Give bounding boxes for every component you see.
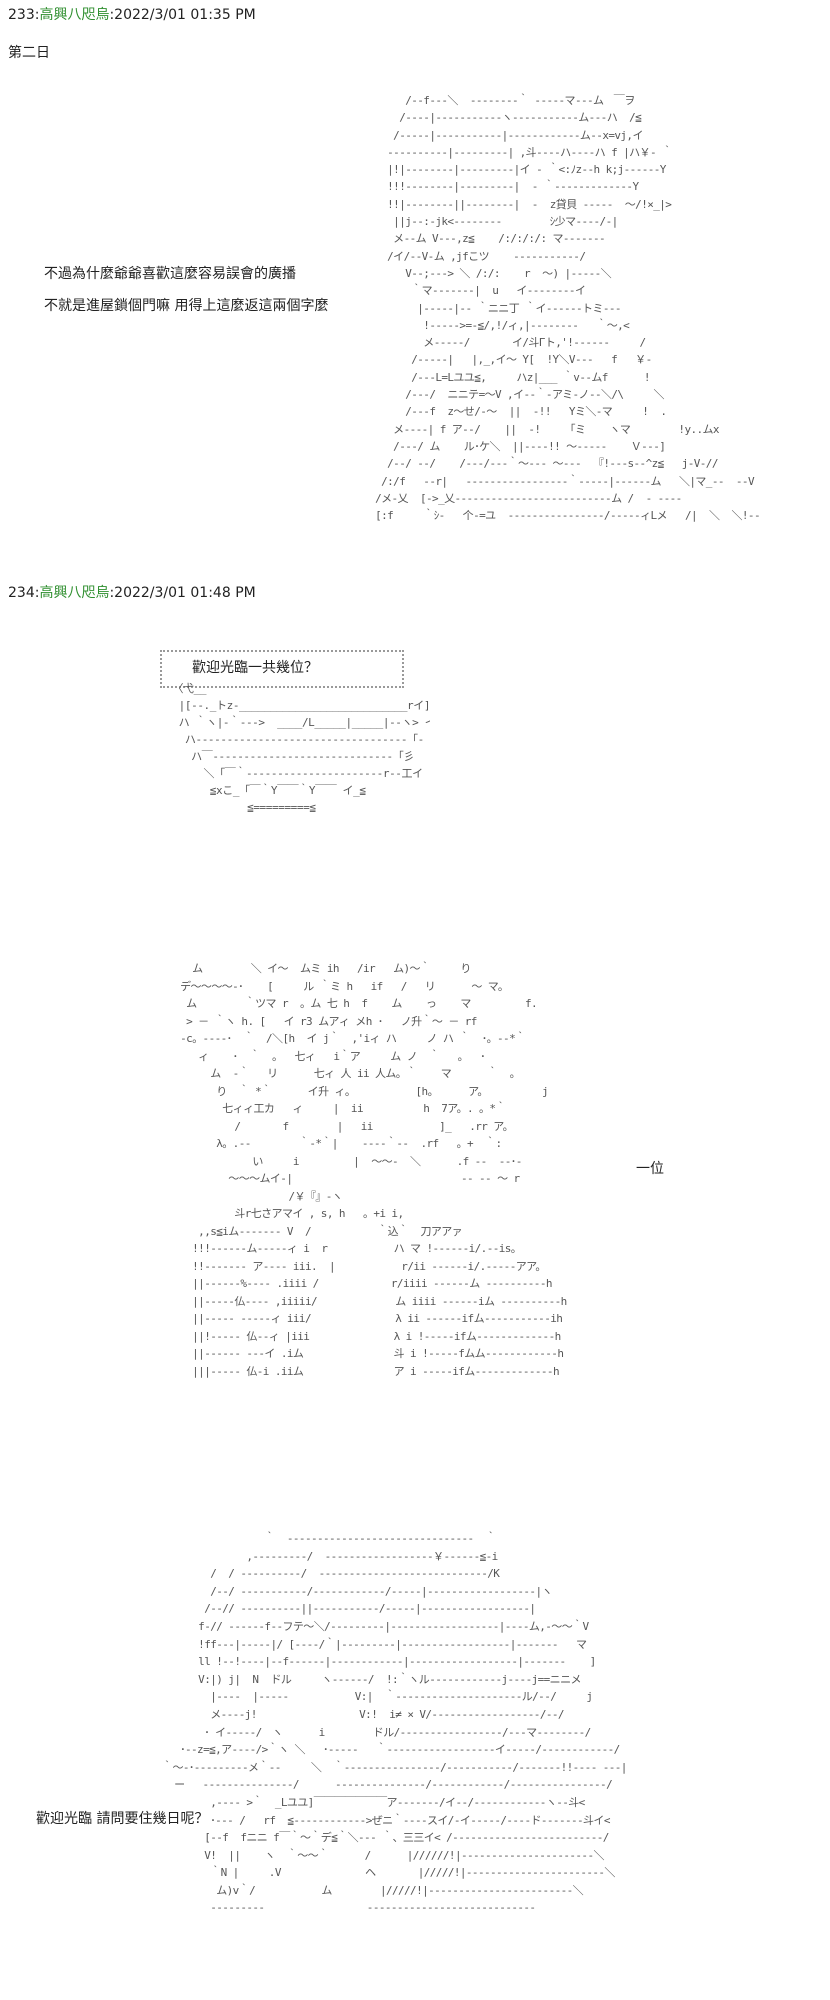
post-header-234: 234:高興八咫烏:2022/3/01 01:48 PM — [8, 585, 256, 601]
greeting-text: 歡迎光臨 請問要住幾日呢？ — [36, 1811, 209, 1827]
poster-name[interactable]: 高興八咫烏 — [39, 585, 110, 601]
post-timestamp: :2022/3/01 01:48 PM — [109, 585, 256, 601]
post-header-233: 233:高興八咫烏:2022/3/01 01:35 PM — [8, 7, 256, 23]
reply-text: 一位 — [636, 1161, 664, 1177]
day-label: 第二日 — [8, 45, 50, 61]
post-number: 233 — [8, 7, 35, 23]
caption-line-2: 不就是進屋鎖個門嘛 用得上這麼返這兩個字麼 — [44, 298, 329, 314]
ascii-art-character-1: /‐‐f‐‐‐＼ ‐‐‐‐‐‐‐‐｀ ‐‐‐‐‐マ‐‐‐ム ￣ヲ /‐‐‐‐|‐… — [375, 94, 760, 523]
post-timestamp: :2022/3/01 01:35 PM — [109, 7, 256, 23]
welcome-sign: 歡迎光臨一共幾位？ — [160, 650, 404, 688]
ascii-art-character-2: ム ＼ イ～ ムミ ih /ir ム)～｀ り デ～～～～‐･ [ ル ｀ミ h… — [180, 962, 567, 1378]
caption-line-1: 不過為什麼爺爺喜歡這麼容易誤會的廣播 — [44, 266, 296, 282]
ascii-art-counter: 〈弋__ __/〉 |[--._トz‐_____________________… — [172, 682, 430, 814]
poster-name[interactable]: 高興八咫烏 — [39, 7, 110, 23]
ascii-art-character-3: ｀ ‐‐‐‐‐‐‐‐‐‐‐‐‐‐‐‐‐‐‐‐‐‐‐‐‐‐‐‐‐‐‐ ｀ ,‐‐‐… — [162, 1532, 627, 1915]
welcome-sign-text: 歡迎光臨一共幾位？ — [192, 660, 318, 676]
post-number: 234 — [8, 585, 35, 601]
